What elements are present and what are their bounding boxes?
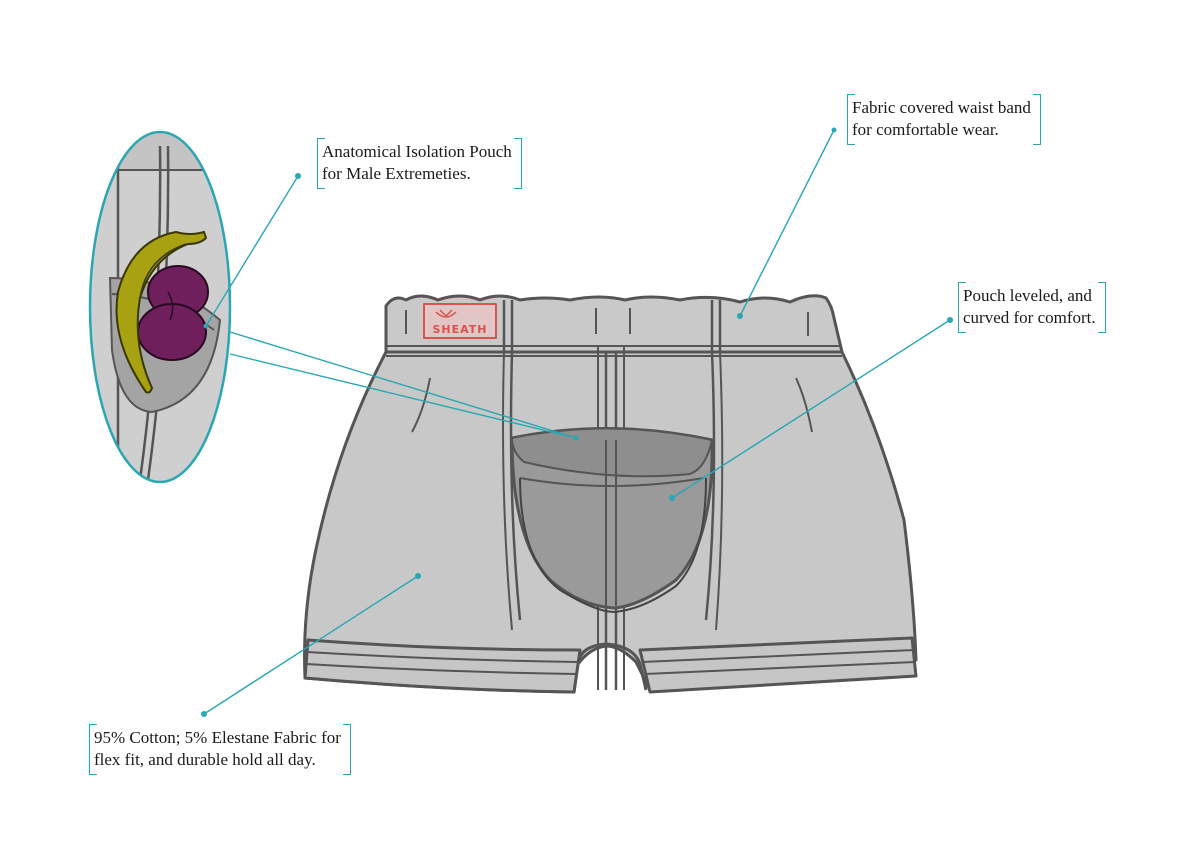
boxer-brief: SHEATH	[303, 294, 918, 694]
callout-pouch-line1: Anatomical Isolation Pouch	[322, 142, 512, 161]
callout-curve: Pouch leveled, and curved for comfort.	[958, 282, 1106, 333]
callout-pouch: Anatomical Isolation Pouch for Male Extr…	[317, 138, 522, 189]
pouch-rim	[511, 427, 713, 478]
callout-fabric-line1: 95% Cotton; 5% Elestane Fabric for	[94, 728, 341, 747]
right-hem-band	[638, 636, 918, 694]
banana-icon	[115, 230, 208, 394]
plum-icon	[137, 265, 209, 361]
callout-fabric-line2: flex fit, and durable hold all day.	[94, 750, 316, 769]
logo-text: SHEATH	[432, 323, 487, 336]
callout-curve-line1: Pouch leveled, and	[963, 286, 1092, 305]
waistband	[384, 294, 844, 354]
callout-fabric: 95% Cotton; 5% Elestane Fabric for flex …	[89, 724, 351, 775]
leader-lines	[201, 127, 953, 717]
zoom-detail	[88, 130, 232, 484]
callout-waistband-line1: Fabric covered waist band	[852, 98, 1031, 117]
callout-pouch-line2: for Male Extremeties.	[322, 164, 471, 183]
callout-waistband: Fabric covered waist band for comfortabl…	[847, 94, 1041, 145]
sheath-logo-icon: SHEATH	[423, 303, 497, 339]
callout-waistband-line2: for comfortable wear.	[852, 120, 999, 139]
left-hem-band	[303, 638, 582, 694]
callout-curve-line2: curved for comfort.	[963, 308, 1096, 327]
